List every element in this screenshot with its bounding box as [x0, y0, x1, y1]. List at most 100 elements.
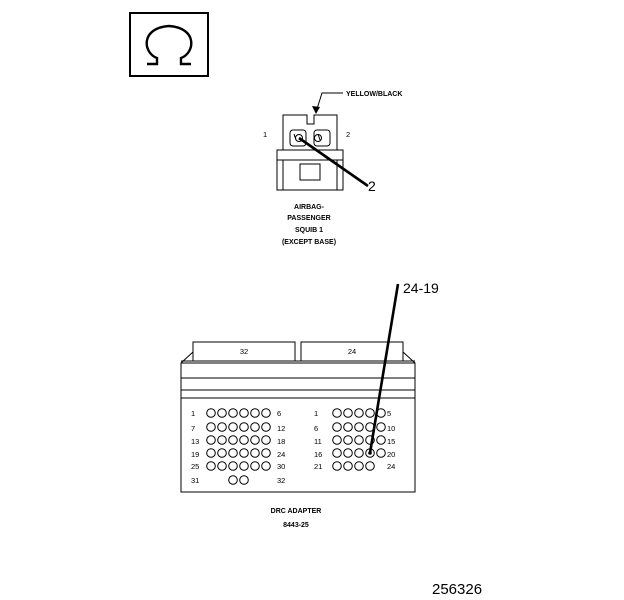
pin-socket [217, 461, 227, 471]
squib-caption-line: PASSENGER [287, 215, 330, 222]
adapter-callout-label: 24-19 [403, 280, 439, 296]
squib-callout-label: 2 [368, 178, 376, 194]
adapter-callout-leader [368, 283, 400, 454]
adapter-body [180, 341, 416, 493]
pin-socket [239, 475, 249, 485]
pin-row-end: 32 [277, 476, 285, 485]
wire-color-leader [315, 92, 343, 113]
pin-socket [332, 461, 342, 471]
pin-socket [217, 422, 227, 432]
left-pin-grid [206, 408, 271, 485]
pin-row-start: 1 [314, 409, 318, 418]
pin-socket [239, 461, 249, 471]
pin-socket [206, 422, 216, 432]
pin-socket [239, 448, 249, 458]
pin-socket [354, 422, 364, 432]
pin-socket [261, 408, 271, 418]
pin-socket [261, 435, 271, 445]
pin-socket [261, 422, 271, 432]
pin-row-end: 18 [277, 437, 285, 446]
pin-row-start: 19 [191, 450, 199, 459]
pin-socket [239, 435, 249, 445]
pin-row-start: 31 [191, 476, 199, 485]
pin-row-end: 10 [387, 424, 395, 433]
pin-row-start: 13 [191, 437, 199, 446]
pin-socket [354, 435, 364, 445]
pin-socket [365, 435, 375, 445]
pin-socket [343, 408, 353, 418]
pin-socket [343, 448, 353, 458]
pin-socket [206, 461, 216, 471]
pin-socket [332, 408, 342, 418]
pin-socket [250, 461, 260, 471]
pin-socket [332, 422, 342, 432]
wire-color-label: YELLOW/BLACK [346, 91, 402, 98]
pin-row-start: 6 [314, 424, 318, 433]
connector-body [276, 114, 344, 191]
squib-caption-line: AIRBAG- [294, 204, 325, 211]
pin-row-start: 7 [191, 424, 195, 433]
squib-connector: YELLOW/BLACK 1 2 2 AIRBAG- PASSENGER SQU… [263, 91, 402, 246]
pin-row-end: 6 [277, 409, 281, 418]
pin-socket [261, 448, 271, 458]
pin-socket [376, 435, 386, 445]
pin-socket [354, 408, 364, 418]
pin-socket [376, 448, 386, 458]
pin-row-end: 12 [277, 424, 285, 433]
pin-row-start: 11 [314, 437, 322, 446]
pin-socket [217, 448, 227, 458]
adapter-right-tab-label: 24 [348, 347, 356, 356]
squib-pin-2-label: 2 [346, 130, 350, 139]
pin-socket [217, 435, 227, 445]
ohm-symbol-icon [145, 24, 193, 66]
squib-caption: AIRBAG- PASSENGER SQUIB 1 (EXCEPT BASE) [282, 204, 336, 246]
pin-row-end: 15 [387, 437, 395, 446]
pin-row-start: 25 [191, 462, 199, 471]
squib-caption-line: (EXCEPT BASE) [282, 239, 336, 246]
pin-socket [332, 448, 342, 458]
pin-socket [228, 461, 238, 471]
pin-socket [343, 422, 353, 432]
drc-adapter: 24-19 32 24 1 6 7 12 13 18 19 24 25 30 [180, 280, 439, 529]
pin-row-start: 1 [191, 409, 195, 418]
pin-socket [261, 461, 271, 471]
adapter-left-tab-label: 32 [240, 347, 248, 356]
pin-socket [239, 408, 249, 418]
pin-socket [239, 422, 249, 432]
pin-row-start: 21 [314, 462, 322, 471]
pin-socket [354, 448, 364, 458]
pin-socket [228, 475, 238, 485]
wire-color-arrowhead [312, 106, 320, 114]
pin-socket [365, 461, 375, 471]
pin-socket [228, 435, 238, 445]
adapter-caption: DRC ADAPTER [271, 508, 322, 515]
pin-row-end: 20 [387, 450, 395, 459]
figure-number: 256326 [432, 581, 482, 598]
ohm-symbol [129, 12, 209, 77]
pin-socket [343, 461, 353, 471]
pin-socket [206, 435, 216, 445]
pin-socket [376, 422, 386, 432]
pin-row-end: 24 [387, 462, 395, 471]
pin-socket [250, 408, 260, 418]
pin-socket [217, 408, 227, 418]
pin-socket [228, 422, 238, 432]
squib-callout-leader [298, 136, 369, 188]
pin-row-end: 5 [387, 409, 391, 418]
pin-socket [250, 435, 260, 445]
pin-socket [354, 461, 364, 471]
right-pin-grid [332, 408, 386, 471]
pin-socket [206, 408, 216, 418]
pin-socket [343, 435, 353, 445]
squib-pin-1-label: 1 [263, 130, 267, 139]
adapter-left-block: 1 6 7 12 13 18 19 24 25 30 31 32 [191, 408, 285, 485]
pin-socket [228, 408, 238, 418]
pin-row-end: 30 [277, 462, 285, 471]
pin-socket [365, 408, 375, 418]
adapter-right-block: 1 5 6 10 11 15 16 20 21 24 [314, 408, 395, 471]
pin-socket [332, 435, 342, 445]
pin-socket [250, 448, 260, 458]
pin-row-start: 16 [314, 450, 322, 459]
symbol-frame [129, 12, 209, 77]
